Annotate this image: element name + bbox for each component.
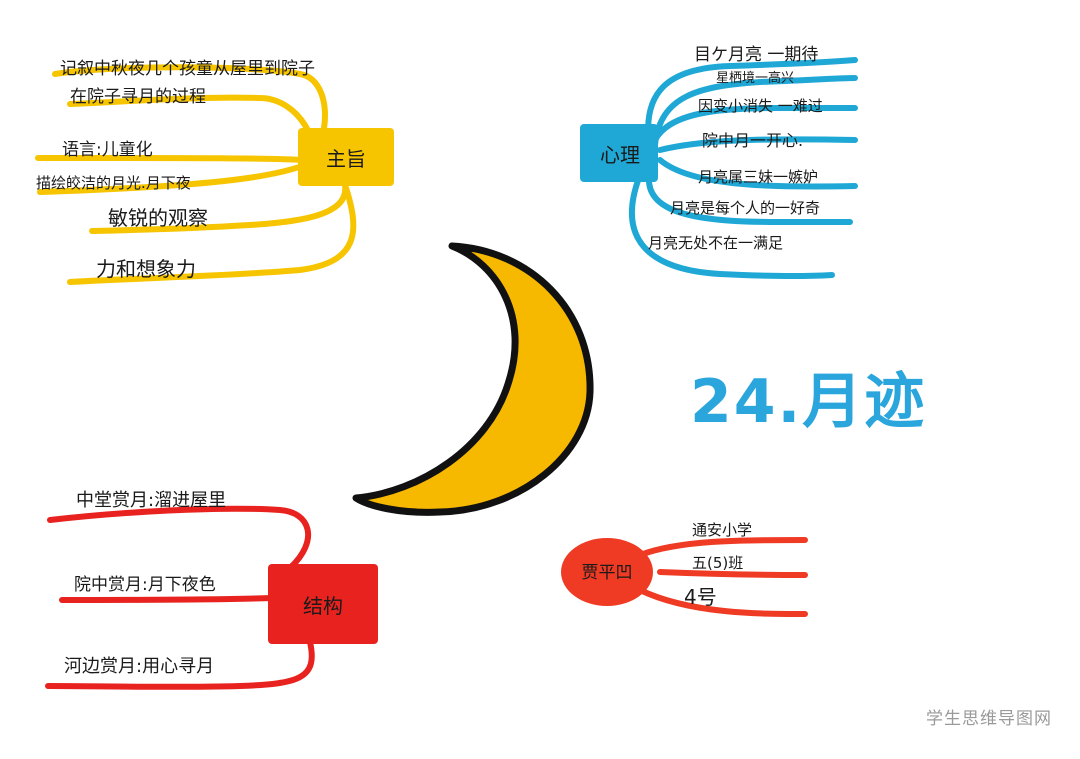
psychology-item-3: 因变小消失 一难过 — [698, 97, 823, 115]
psychology-item-5: 月亮属三妹一嫉妒 — [698, 168, 818, 186]
psychology-node-label: 心理 — [600, 143, 640, 167]
psychology-item-7: 月亮无处不在一满足 — [648, 234, 783, 252]
theme-item-4: 描绘皎洁的月光.月下夜 — [36, 174, 191, 192]
psychology-item-6: 月亮是每个人的一好奇 — [670, 199, 820, 217]
author-node — [561, 538, 653, 606]
theme-node-label: 主旨 — [326, 147, 366, 171]
structure-node-label: 结构 — [303, 594, 343, 618]
author-item-3: 4号 — [684, 585, 717, 609]
page-title: 24.月迹 — [690, 367, 926, 437]
structure-item-1: 中堂赏月:溜进屋里 — [76, 490, 226, 511]
structure-branch: 结构 中堂赏月:溜进屋里 院中赏月:月下夜色 河边赏月:用心寻月 — [45, 490, 378, 690]
theme-node — [298, 128, 394, 186]
watermark: 学生思维导图网 — [926, 709, 1052, 729]
theme-item-3: 语言:儿童化 — [62, 140, 153, 160]
theme-branch: 主旨 记叙中秋夜几个孩童从屋里到院子 在院子寻月的过程 语言:儿童化 描绘皎洁的… — [35, 59, 394, 285]
theme-item-1: 记叙中秋夜几个孩童从屋里到院子 — [60, 59, 315, 79]
psychology-item-4: 院中月一开心. — [702, 131, 803, 150]
theme-item-6: 力和想象力 — [96, 257, 196, 281]
structure-item-3: 河边赏月:用心寻月 — [64, 656, 214, 677]
author-item-1: 通安小学 — [692, 521, 752, 539]
psychology-node — [580, 124, 658, 182]
structure-item-2: 院中赏月:月下夜色 — [74, 575, 216, 595]
author-item-2: 五(5)班 — [692, 554, 743, 572]
theme-item-2: 在院子寻月的过程 — [70, 87, 206, 107]
psychology-item-1: 目ケ月亮 一期待 — [694, 45, 818, 65]
psychology-item-2: 星栖境一高兴 — [716, 70, 794, 86]
psychology-branch: 心理 目ケ月亮 一期待 星栖境一高兴 因变小消失 一难过 院中月一开心. 月亮属… — [580, 45, 858, 279]
theme-item-5: 敏锐的观察 — [108, 206, 208, 230]
structure-node — [268, 564, 378, 644]
crescent-moon — [352, 242, 594, 516]
author-branch: 贾平凹 通安小学 五(5)班 4号 — [561, 521, 808, 617]
author-node-label: 贾平凹 — [582, 563, 633, 583]
